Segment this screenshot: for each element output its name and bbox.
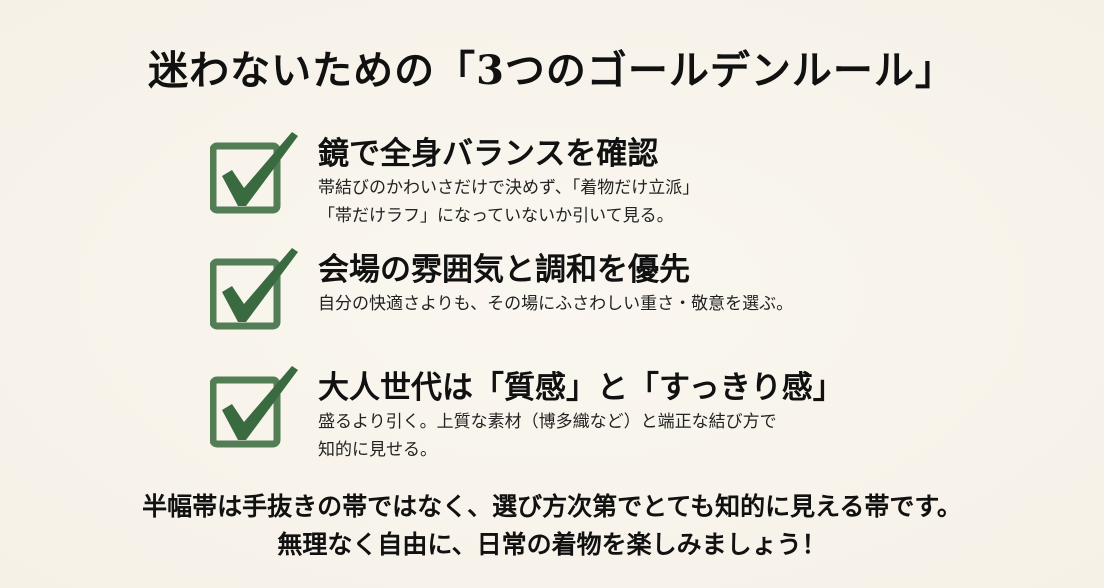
- checkbox-checked-icon: [210, 366, 298, 448]
- rule-heading: 大人世代は「質感」と「すっきり感」: [318, 370, 844, 406]
- rule-description: 帯結びのかわいさだけで決めず、「着物だけ立派」 「帯だけラフ」になっていないか引…: [318, 174, 699, 230]
- page-title: 迷わないための「3つのゴールデンルール」: [148, 47, 956, 94]
- closing-message-line-2: 無理なく自由に、日常の着物を楽しみましょう！: [277, 530, 827, 559]
- rule-description: 自分の快適さよりも、その場にふさわしい重さ・敬意を選ぶ。: [318, 290, 793, 318]
- checkbox-checked-icon: [210, 132, 298, 214]
- checkbox-checked-icon: [210, 248, 298, 330]
- rule-heading: 鏡で全身バランスを確認: [318, 136, 659, 172]
- rule-description: 盛るより引く。上質な素材（博多織など）と端正な結び方で 知的に見せる。: [318, 408, 777, 464]
- rule-heading: 会場の雰囲気と調和を優先: [318, 252, 690, 288]
- rule-description-line: 自分の快適さよりも、その場にふさわしい重さ・敬意を選ぶ。: [318, 294, 794, 314]
- rule-description-line: 「帯だけラフ」になっていないか引いて見る。: [318, 206, 674, 226]
- closing-message: 半幅帯は手抜きの帯ではなく、選び方次第でとても知的に見える帯です。 無理なく自由…: [0, 488, 1104, 564]
- rule-description-line: 知的に見せる。: [318, 440, 437, 460]
- rule-description-line: 盛るより引く。上質な素材（博多織など）と端正な結び方で: [318, 412, 777, 432]
- closing-message-line-1: 半幅帯は手抜きの帯ではなく、選び方次第でとても知的に見える帯です。: [142, 492, 962, 521]
- rule-description-line: 帯結びのかわいさだけで決めず、「着物だけ立派」: [318, 178, 700, 198]
